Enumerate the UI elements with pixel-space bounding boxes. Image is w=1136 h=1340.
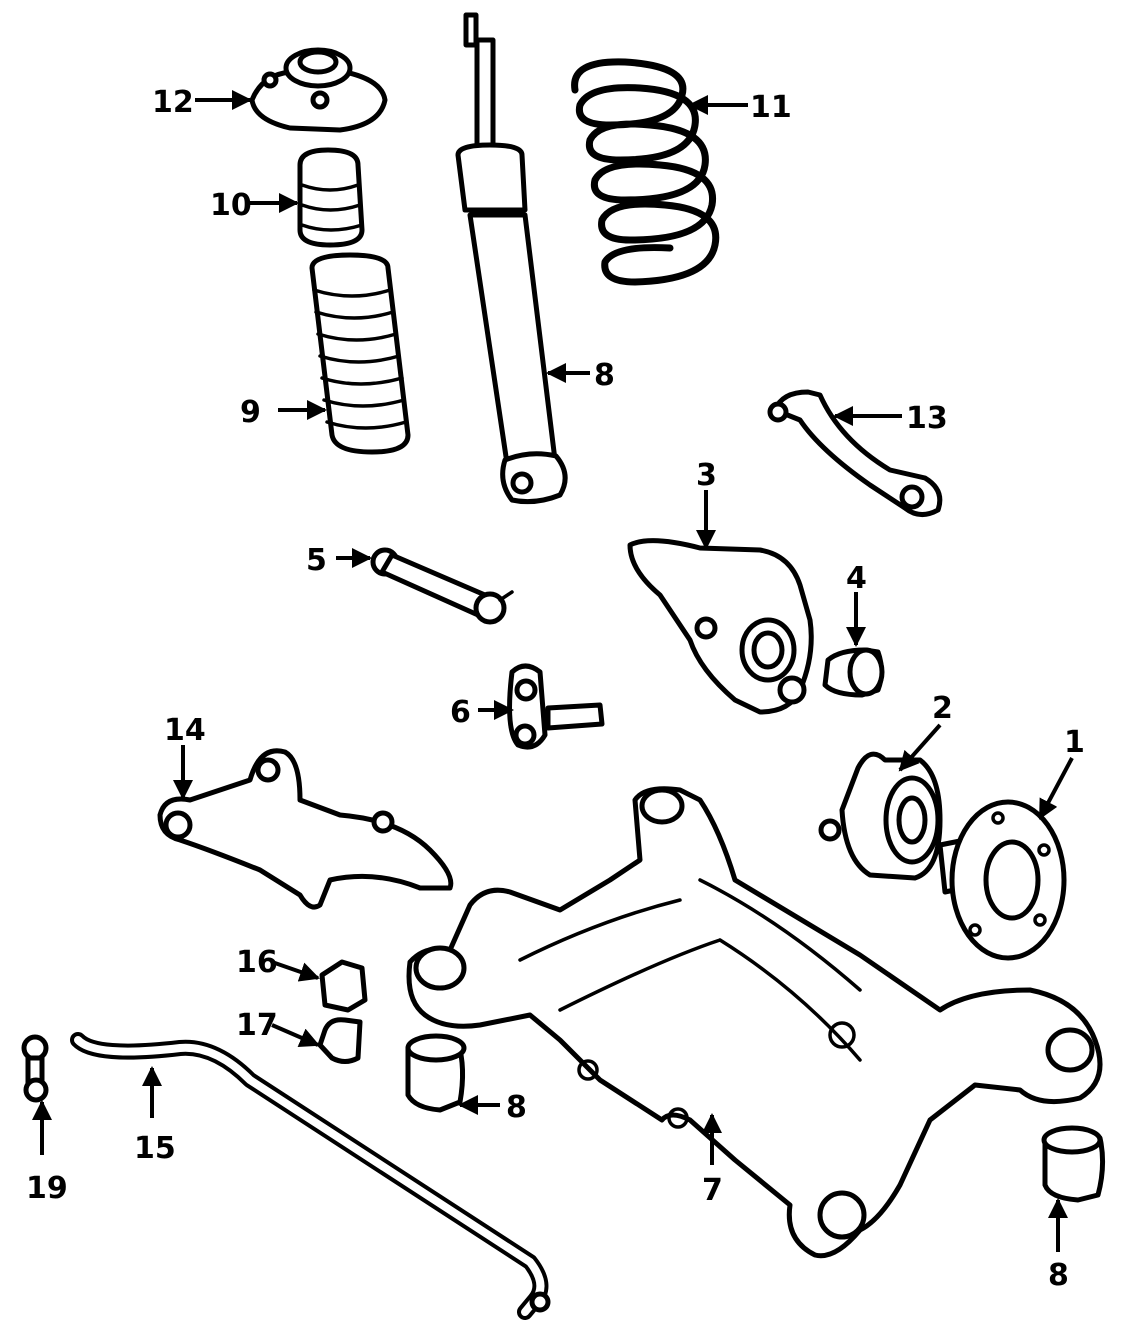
callout-17: 16 [236,945,278,980]
stabilizer-bracket-part [317,1017,363,1064]
callout-15: 14 [164,713,206,748]
bump-stop-part [297,147,365,248]
callout-13: 12 [152,85,194,120]
wheel-hub-part [937,799,1067,961]
wheel-carrier-part [627,538,814,715]
subframe-bushing-part-a [405,1033,467,1113]
callout-16: 15 [134,1131,176,1166]
leader-1 [1038,757,1074,820]
knuckle-bushing-part [822,647,885,698]
callout-9: 8 [594,358,615,393]
toe-link-part [370,547,514,625]
callout-18: 17 [236,1008,278,1043]
coil-spring-part [571,58,720,286]
integral-link-part [507,663,605,750]
leader-17 [271,960,320,982]
leader-2 [898,723,942,772]
shock-absorber-part [455,12,568,505]
callout-11: 10 [210,188,252,223]
callout-7: 7 [702,1173,723,1208]
callout-8a: 8 [506,1090,527,1125]
dust-boot-part [309,252,411,455]
subframe-bushing-part-b [1041,1125,1106,1203]
callout-19: 19 [26,1171,68,1206]
lower-control-arm-part [157,748,454,910]
subframe-part [406,786,1103,1259]
callout-12: 11 [750,90,792,125]
upper-control-arm-part [767,389,943,517]
stabilizer-link-part [21,1034,49,1103]
callout-8b: 8 [1048,1258,1069,1293]
stabilizer-bar-part [70,1032,551,1320]
callout-5: 5 [306,543,327,578]
leader-lines [32,90,1074,1252]
callout-1: 1 [1064,725,1085,760]
stabilizer-bushing-part [319,959,368,1013]
callout-4: 4 [846,561,867,596]
callout-14: 13 [906,401,948,436]
callout-3: 3 [696,458,717,493]
callout-labels: 12 10 9 8 11 13 5 3 4 6 2 1 14 16 17 15 … [26,85,1085,1293]
callout-2: 2 [932,691,953,726]
callout-6: 6 [450,695,471,730]
leader-18 [271,1023,320,1047]
wheel-bearing-part [818,751,943,881]
strut-mount-part [249,47,388,133]
callout-10: 9 [240,395,261,430]
